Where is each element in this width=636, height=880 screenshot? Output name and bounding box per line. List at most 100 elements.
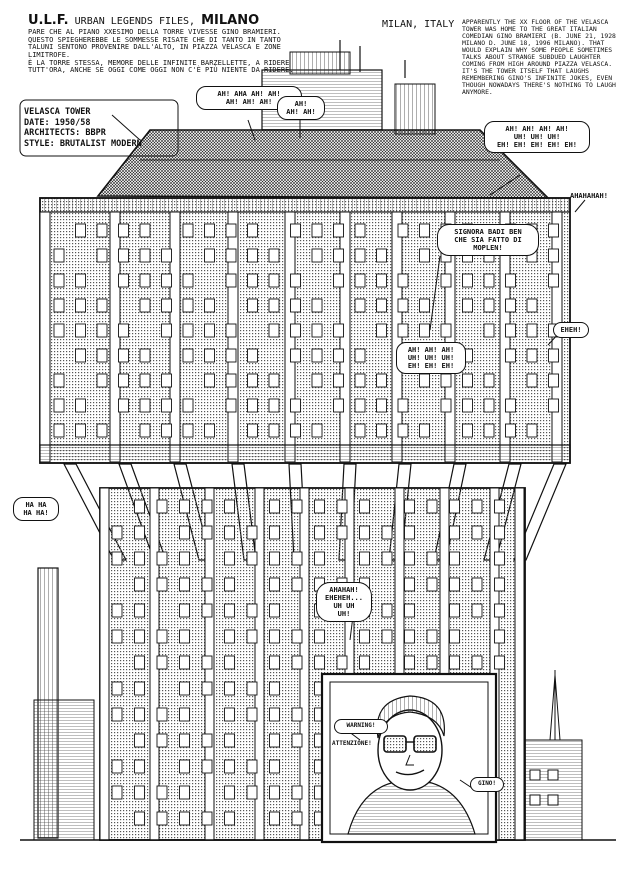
infobox-frame (19, 99, 179, 157)
window (224, 733, 235, 748)
window (449, 499, 460, 514)
window (290, 223, 301, 238)
window (96, 348, 108, 363)
window (471, 577, 483, 592)
window (179, 577, 190, 592)
window (134, 733, 145, 748)
window (111, 707, 123, 722)
window (354, 298, 366, 313)
window (134, 499, 145, 514)
window (53, 373, 65, 388)
window (354, 398, 366, 413)
window (247, 423, 258, 438)
window (118, 273, 129, 288)
window (269, 785, 280, 800)
window (111, 525, 123, 540)
window (247, 348, 258, 363)
info-architects: ARCHITECTS: BBPR (24, 128, 106, 139)
window (419, 248, 430, 263)
window (161, 398, 172, 413)
window (247, 273, 258, 288)
window (247, 223, 258, 238)
window (156, 707, 168, 722)
window (311, 298, 323, 313)
window (111, 681, 123, 696)
window (201, 499, 213, 514)
window (118, 373, 129, 388)
bubble-center-laugh: AH! AH! AH! UH! UH! UH! EH! EH! EH! (396, 342, 466, 375)
window (224, 499, 235, 514)
window (359, 629, 370, 644)
window (96, 298, 108, 313)
window (404, 603, 415, 618)
window (224, 629, 235, 644)
buttress (513, 463, 567, 561)
vertical-rib (39, 211, 51, 463)
window (75, 323, 86, 338)
window (204, 298, 215, 313)
window (505, 298, 516, 313)
window (201, 681, 213, 696)
window (269, 811, 280, 826)
window (179, 811, 190, 826)
window (201, 603, 213, 618)
window (449, 551, 460, 566)
window (471, 499, 483, 514)
window (376, 273, 387, 288)
window (224, 759, 235, 774)
window (311, 223, 323, 238)
city-name: MILANO (201, 13, 260, 28)
window (494, 525, 505, 540)
window (139, 398, 151, 413)
window (156, 577, 168, 592)
window (376, 398, 387, 413)
window (290, 273, 301, 288)
window (179, 707, 190, 722)
window (314, 655, 325, 670)
window (314, 499, 325, 514)
window (314, 551, 325, 566)
glasses (383, 735, 407, 753)
window (397, 423, 409, 438)
window (269, 681, 280, 696)
window (53, 273, 65, 288)
window (111, 629, 123, 644)
window (224, 577, 235, 592)
bubble-eheh: EHEH! (553, 322, 589, 339)
window (201, 733, 213, 748)
window (111, 785, 123, 800)
window (204, 223, 215, 238)
english-caption: APPARENTLY THE XX FLOOR OF THE VELASCA T… (462, 18, 616, 97)
window (53, 423, 65, 438)
window (225, 348, 237, 363)
window (311, 323, 323, 338)
window (224, 603, 235, 618)
window (75, 398, 86, 413)
window (462, 398, 473, 413)
series-name: U.L.F. (28, 13, 69, 28)
bubble-warning: WARNING! (334, 719, 388, 734)
window (118, 323, 129, 338)
window (269, 551, 280, 566)
window (291, 577, 303, 592)
info-style: STYLE: BRUTALIST MODERN (24, 138, 142, 149)
window (134, 577, 145, 592)
window (156, 733, 168, 748)
window (314, 525, 325, 540)
window (224, 785, 235, 800)
window (96, 373, 108, 388)
window (354, 273, 366, 288)
location-label: MILAN, ITALY (382, 19, 455, 30)
window (404, 629, 415, 644)
window (161, 248, 172, 263)
window (134, 681, 145, 696)
window (483, 423, 495, 438)
window (291, 785, 303, 800)
series-subtitle: URBAN LEGENDS FILES, (74, 16, 196, 27)
window (376, 298, 387, 313)
window (381, 551, 393, 566)
window (449, 603, 460, 618)
window (333, 273, 344, 288)
window (204, 248, 215, 263)
window (225, 323, 237, 338)
